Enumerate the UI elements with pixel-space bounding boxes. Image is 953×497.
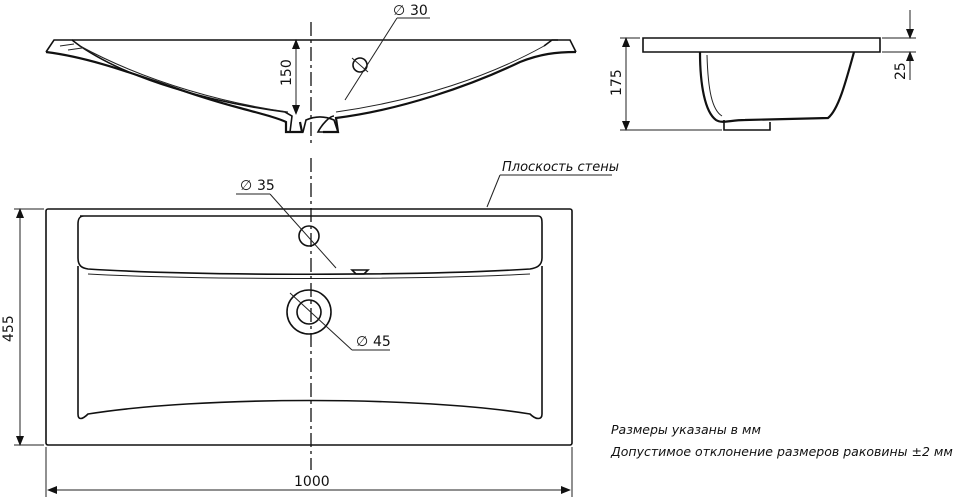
- dim-label-1000: 1000: [294, 474, 330, 490]
- dia-symbol-45: ∅: [356, 334, 368, 350]
- dim-label-25: 25: [893, 62, 909, 80]
- dim-label-45: 45: [373, 334, 391, 350]
- dim-label-30: 30: [410, 3, 428, 19]
- plan-view: [14, 158, 612, 497]
- note-tolerance: Допустимое отклонение размеров раковины …: [611, 444, 953, 459]
- dim-label-150: 150: [279, 59, 295, 86]
- sink-technical-drawing: ∅ 30 150 175 25 Плоскость стены ∅ 35 ∅ 4…: [1, 3, 916, 497]
- front-section-view: [45, 17, 577, 145]
- dim-label-455: 455: [1, 315, 17, 342]
- note-units: Размеры указаны в мм: [611, 422, 761, 437]
- dim-label-35: 35: [257, 178, 275, 194]
- side-section-view: [620, 10, 916, 131]
- dia-symbol-30: ∅: [393, 3, 405, 19]
- dia-symbol-35: ∅: [240, 178, 252, 194]
- dim-label-175: 175: [609, 69, 625, 96]
- wall-plane-label: Плоскость стены: [502, 160, 619, 175]
